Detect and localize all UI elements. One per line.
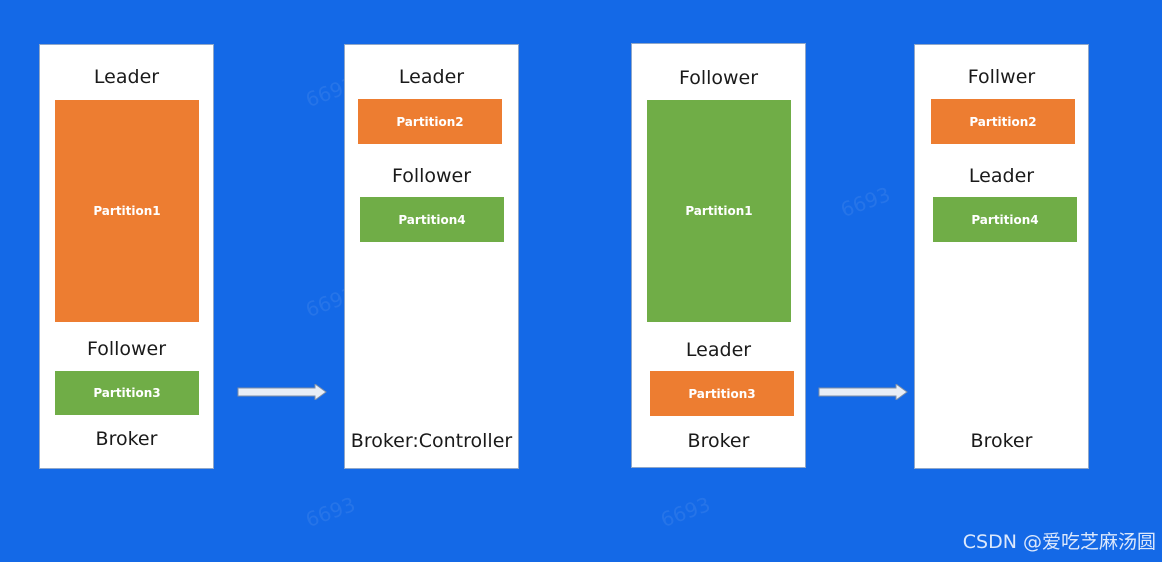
broker-box-4: Follwer Partition2 Leader Partition4 Bro… [914,44,1089,469]
watermark: 6693 [837,182,894,222]
arrow-icon [237,384,327,400]
partition-block: Partition1 [55,100,199,322]
role-label-follower: Follower [391,165,472,187]
partition-block: Partition2 [931,99,1075,144]
broker-name: Broker [970,430,1033,452]
partition-block: Partition4 [933,197,1077,242]
broker-name: Broker:Controller [350,430,513,452]
partition-block: Partition1 [647,100,791,322]
partition-block: Partition2 [358,99,502,144]
partition-block: Partition3 [55,371,199,415]
role-label-follower: Follower [678,67,759,89]
role-label-leader: Leader [685,339,752,361]
source-credit: CSDN @爱吃芝麻汤圆 [962,531,1156,553]
watermark: 6693 [657,492,714,532]
broker-box-1: Leader Partition1 Follower Partition3 Br… [39,44,214,469]
role-label-leader: Leader [968,165,1035,187]
watermark: 6693 [302,492,359,532]
role-label-follower: Follower [86,338,167,360]
broker-box-2: Leader Partition2 Follower Partition4 Br… [344,44,519,469]
arrow-icon [818,384,908,400]
broker-name: Broker [95,428,158,450]
role-label-leader: Leader [398,66,465,88]
role-label-leader: Leader [93,66,160,88]
broker-name: Broker [687,430,750,452]
partition-block: Partition4 [360,197,504,242]
role-label-follower: Follwer [967,66,1036,88]
partition-block: Partition3 [650,371,794,416]
broker-box-3: Follower Partition1 Leader Partition3 Br… [631,43,806,468]
